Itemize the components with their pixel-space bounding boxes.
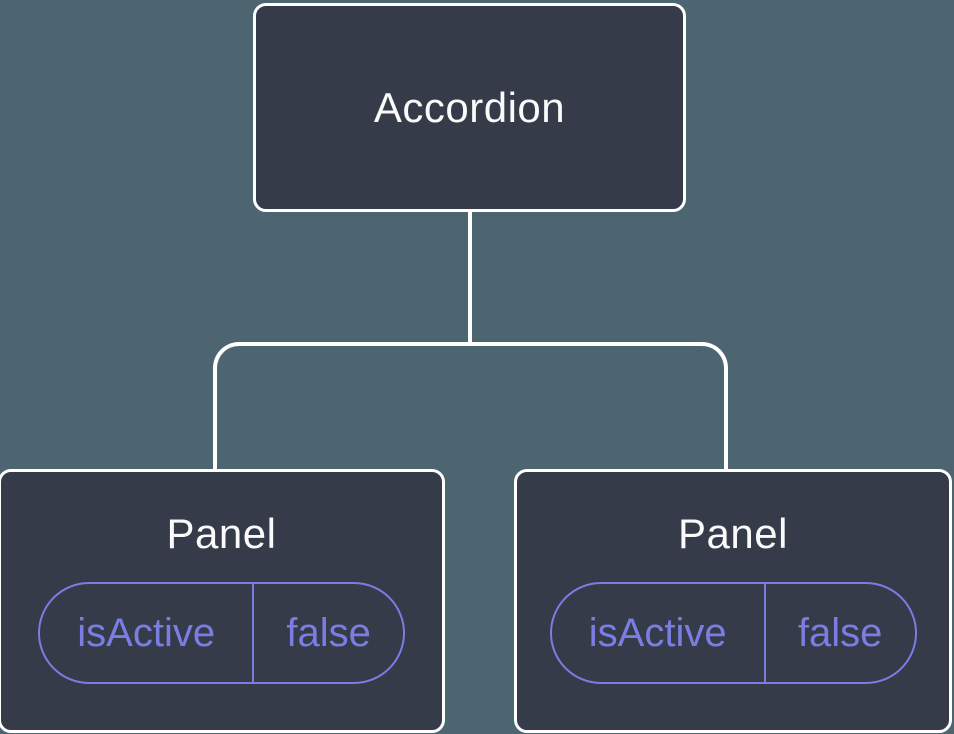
state-value-label: false	[797, 610, 883, 655]
panel-node-left: Panel isActive false	[0, 469, 445, 733]
state-key-label: isActive	[552, 584, 766, 683]
state-pill: isActive false	[549, 582, 917, 685]
state-value-label: false	[286, 610, 371, 655]
panel-node-right: Panel isActive false	[514, 469, 952, 733]
panel-node-label: Panel	[166, 510, 277, 557]
connector-bracket-line	[213, 342, 728, 470]
accordion-node: Accordion	[253, 3, 686, 212]
panel-node-label: Panel	[678, 510, 788, 557]
connector-stem-line	[468, 211, 472, 344]
state-pill: isActive false	[38, 582, 405, 685]
accordion-node-label: Accordion	[373, 83, 566, 131]
state-key-label: isActive	[40, 584, 255, 683]
